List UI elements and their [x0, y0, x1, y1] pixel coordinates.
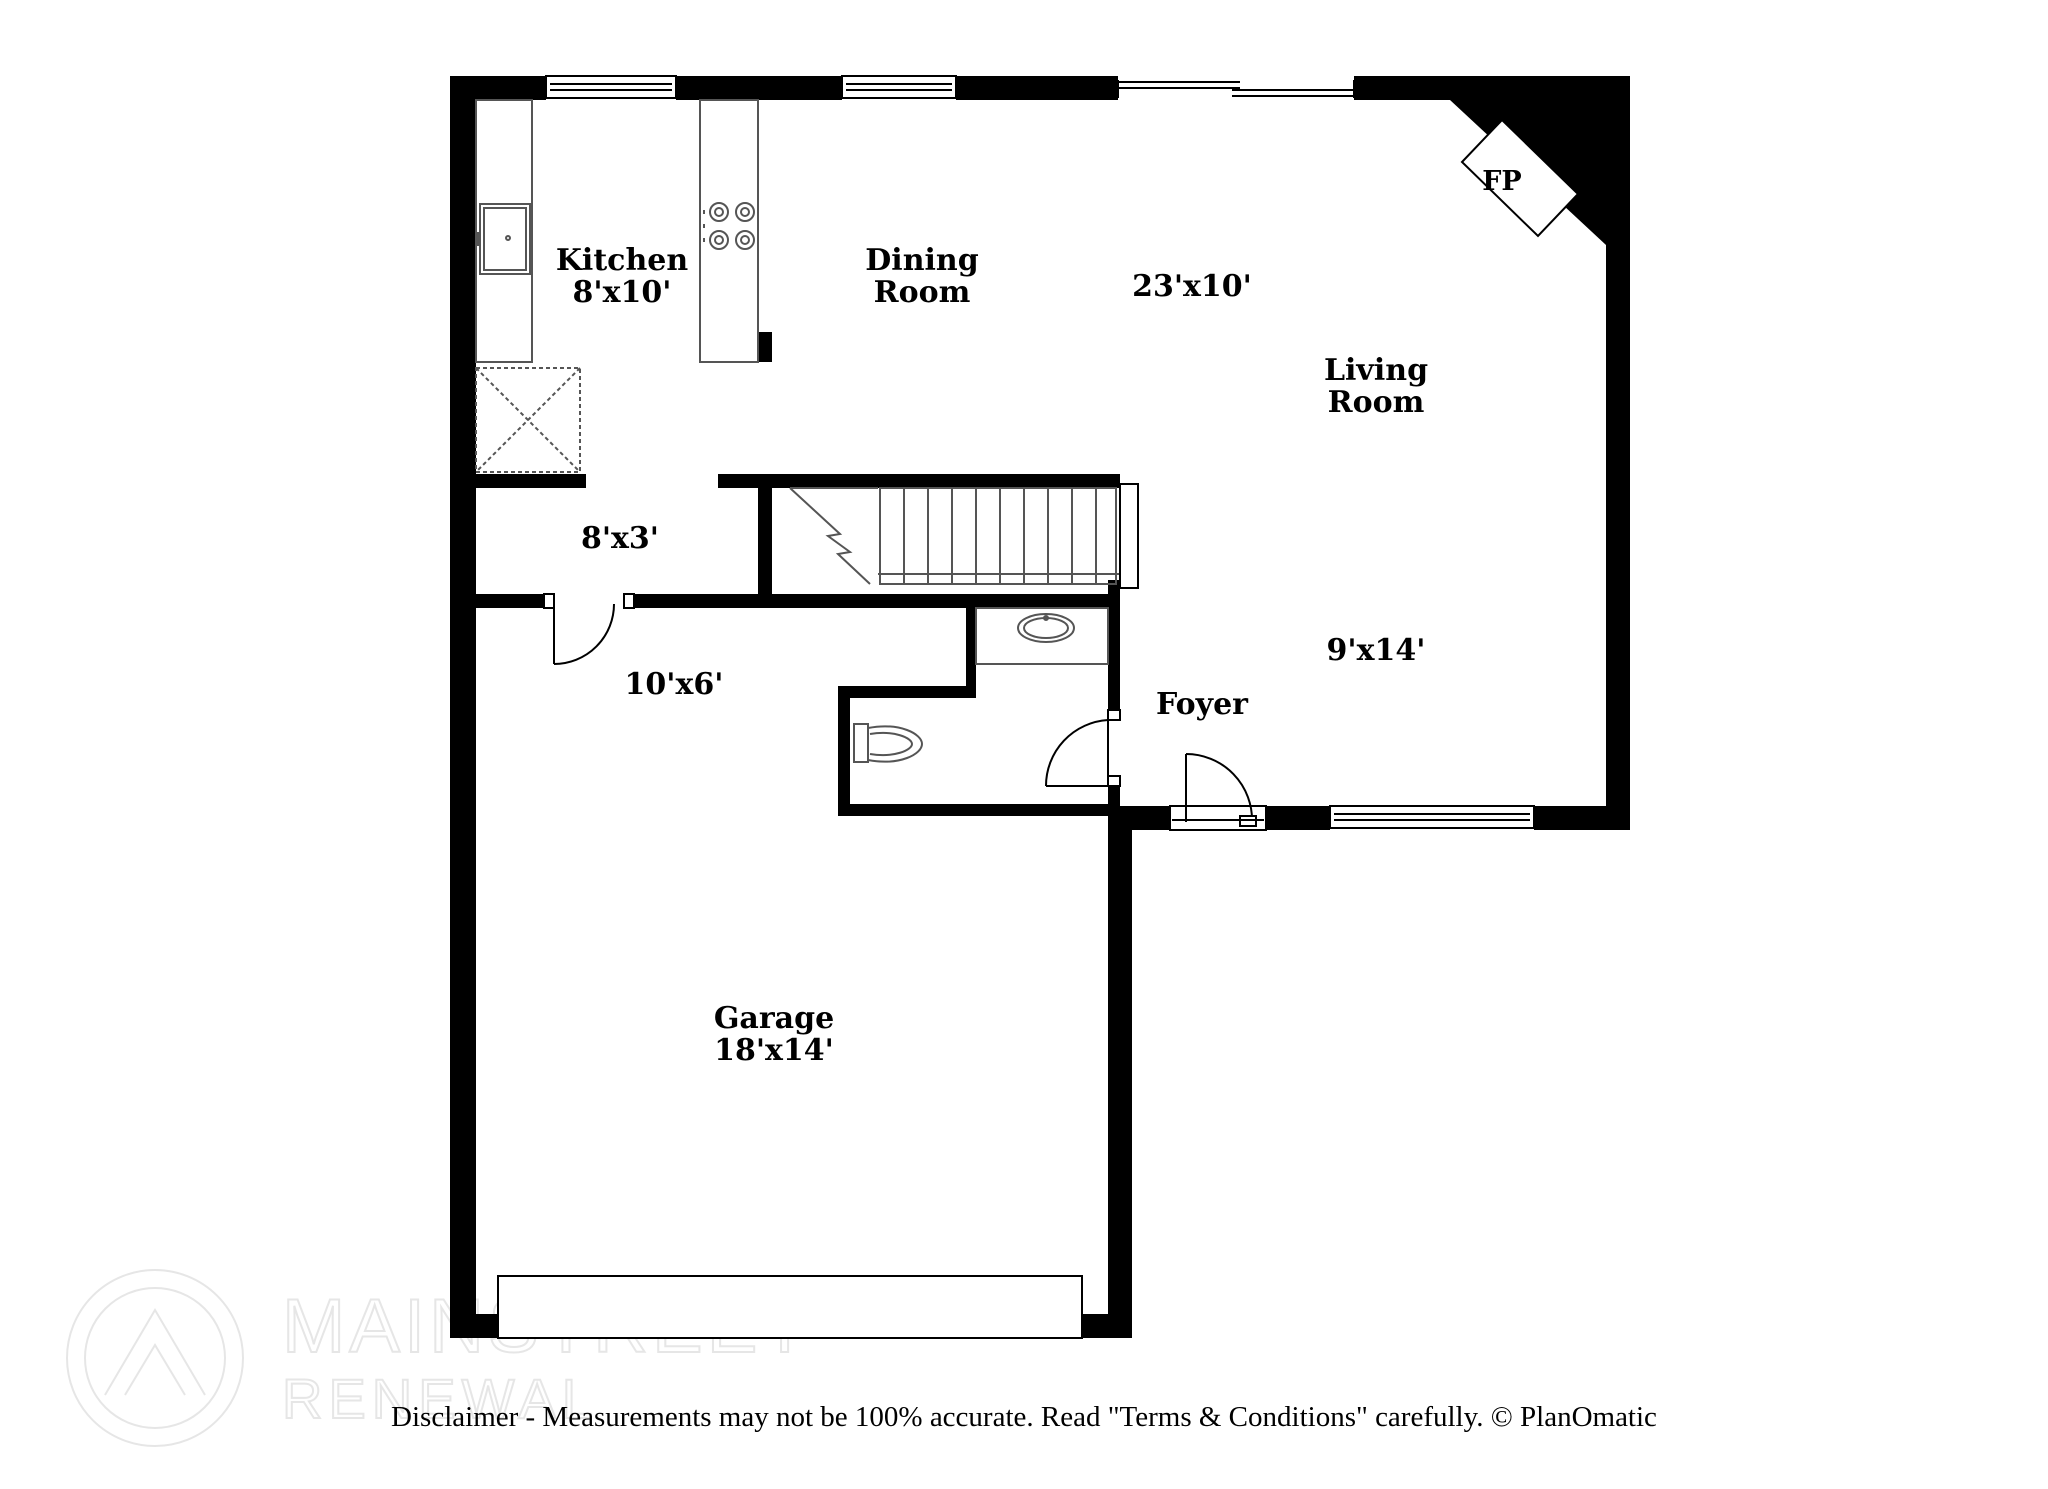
- bathroom-door: [1044, 709, 1121, 787]
- kitchen-name: Kitchen: [556, 243, 688, 278]
- foyer-name: Foyer: [1156, 687, 1249, 722]
- kitchen-left-counter: [475, 99, 533, 363]
- great-room-size: 23'x10': [1132, 269, 1252, 304]
- window-kitchen: [545, 75, 677, 99]
- sliding-door: [1117, 80, 1355, 98]
- garage-size: 18'x14': [714, 1033, 834, 1068]
- windows: [545, 75, 1535, 829]
- foyer-size: 9'x14': [1327, 633, 1426, 668]
- watermark-line2: RENEWAL: [282, 1367, 599, 1430]
- laundry-size: 8'x3': [581, 521, 659, 556]
- disclaimer: Disclaimer - Measurements may not be 100…: [391, 1401, 1657, 1433]
- toilet-icon: [853, 723, 924, 763]
- dining-name-line2: Room: [874, 275, 971, 310]
- front-door: [1169, 753, 1267, 831]
- sink-icon: [479, 203, 531, 275]
- bathroom-fixtures: [853, 607, 1109, 763]
- window-dining: [841, 75, 957, 99]
- pantry-x: [475, 367, 581, 473]
- stairs: [789, 483, 1139, 589]
- garage-door: [497, 1275, 1083, 1339]
- fireplace: FP: [1460, 118, 1580, 238]
- living-name-line2: Room: [1328, 385, 1425, 420]
- fireplace-label: FP: [1482, 166, 1521, 197]
- dining-name-line1: Dining: [865, 243, 978, 278]
- laundry-door: [543, 593, 635, 665]
- bath-sink-icon: [1017, 613, 1075, 643]
- watermark-logo-icon: [66, 1269, 244, 1447]
- kitchen-peninsula: [699, 99, 759, 363]
- room-labels: Kitchen 8'x10' Dining Room 23'x10' Livin…: [556, 243, 1428, 1068]
- garage-name: Garage: [714, 1001, 834, 1036]
- kitchen-size: 8'x10': [573, 275, 672, 310]
- window-living-bottom: [1329, 805, 1535, 829]
- kitchen-fixtures: [475, 99, 759, 473]
- mudroom-size: 10'x6': [625, 667, 724, 702]
- doors: [543, 593, 1267, 831]
- living-name-line1: Living: [1324, 353, 1428, 388]
- stove-icon: [703, 202, 755, 250]
